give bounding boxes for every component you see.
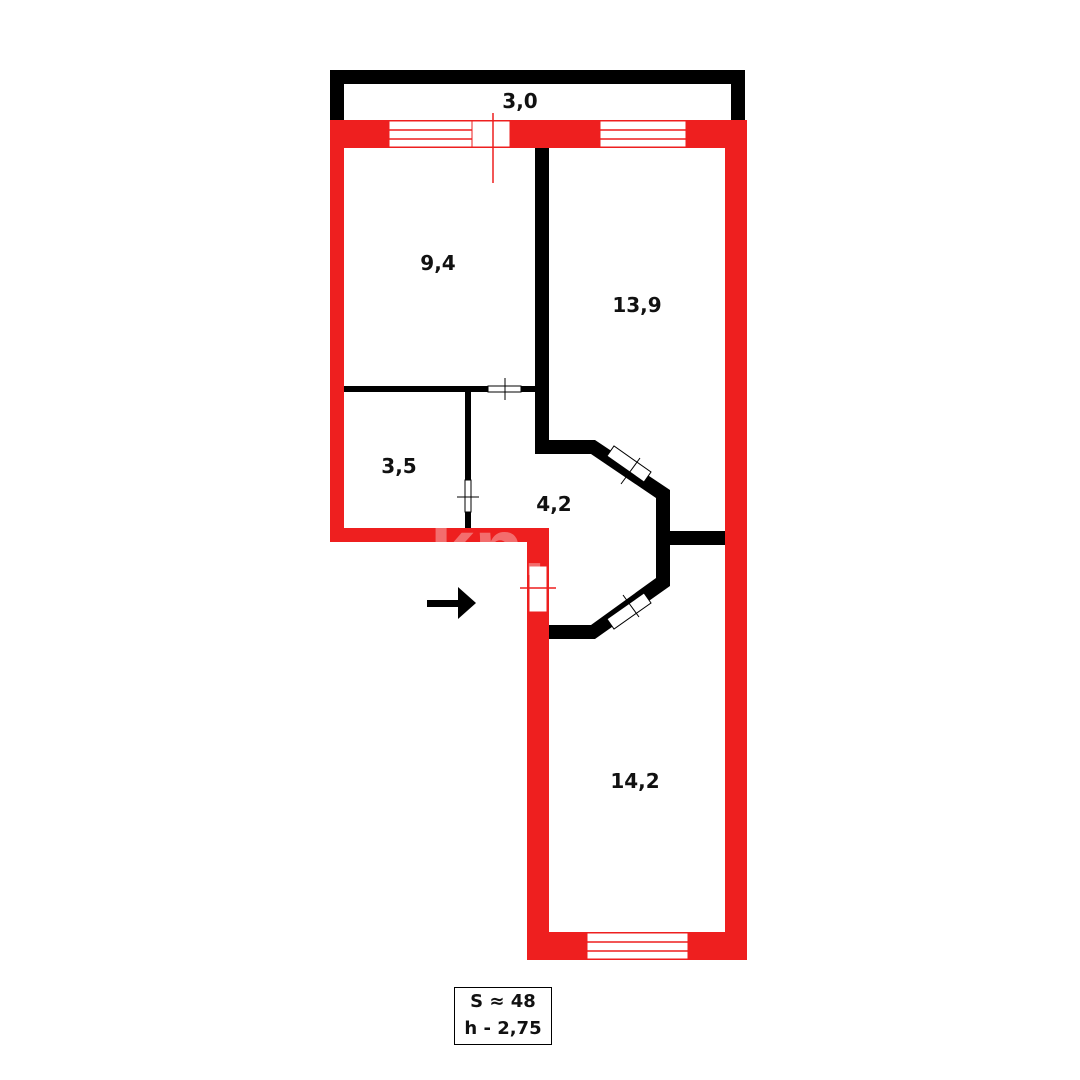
watermark: kn.kz [430,503,630,592]
total-area: S ≈ 48 [470,991,536,1012]
arrow-right-icon [427,587,476,619]
ceiling-height: h - 2,75 [464,1018,542,1039]
summary-box: S ≈ 48 h - 2,75 [454,987,552,1045]
door-room-bottom [606,592,652,630]
room-area-bathroom: 3,5 [381,454,416,478]
window-bottom [586,932,689,960]
window-top-right [599,120,687,148]
entrance-door [520,565,556,613]
room-area-top-left: 9,4 [420,251,455,275]
door-room-top-right [606,445,652,485]
room-area-top-right: 13,9 [612,293,661,317]
balcony-door [471,113,511,183]
window-top-left [388,120,473,148]
door-bathroom [457,479,479,513]
balcony-railing [330,70,745,122]
room-area-balcony: 3,0 [502,89,537,113]
room-area-bottom: 14,2 [610,769,659,793]
room-area-hallway: 4,2 [536,492,571,516]
door-room-top-left [487,378,522,400]
interior-walls [344,148,725,639]
